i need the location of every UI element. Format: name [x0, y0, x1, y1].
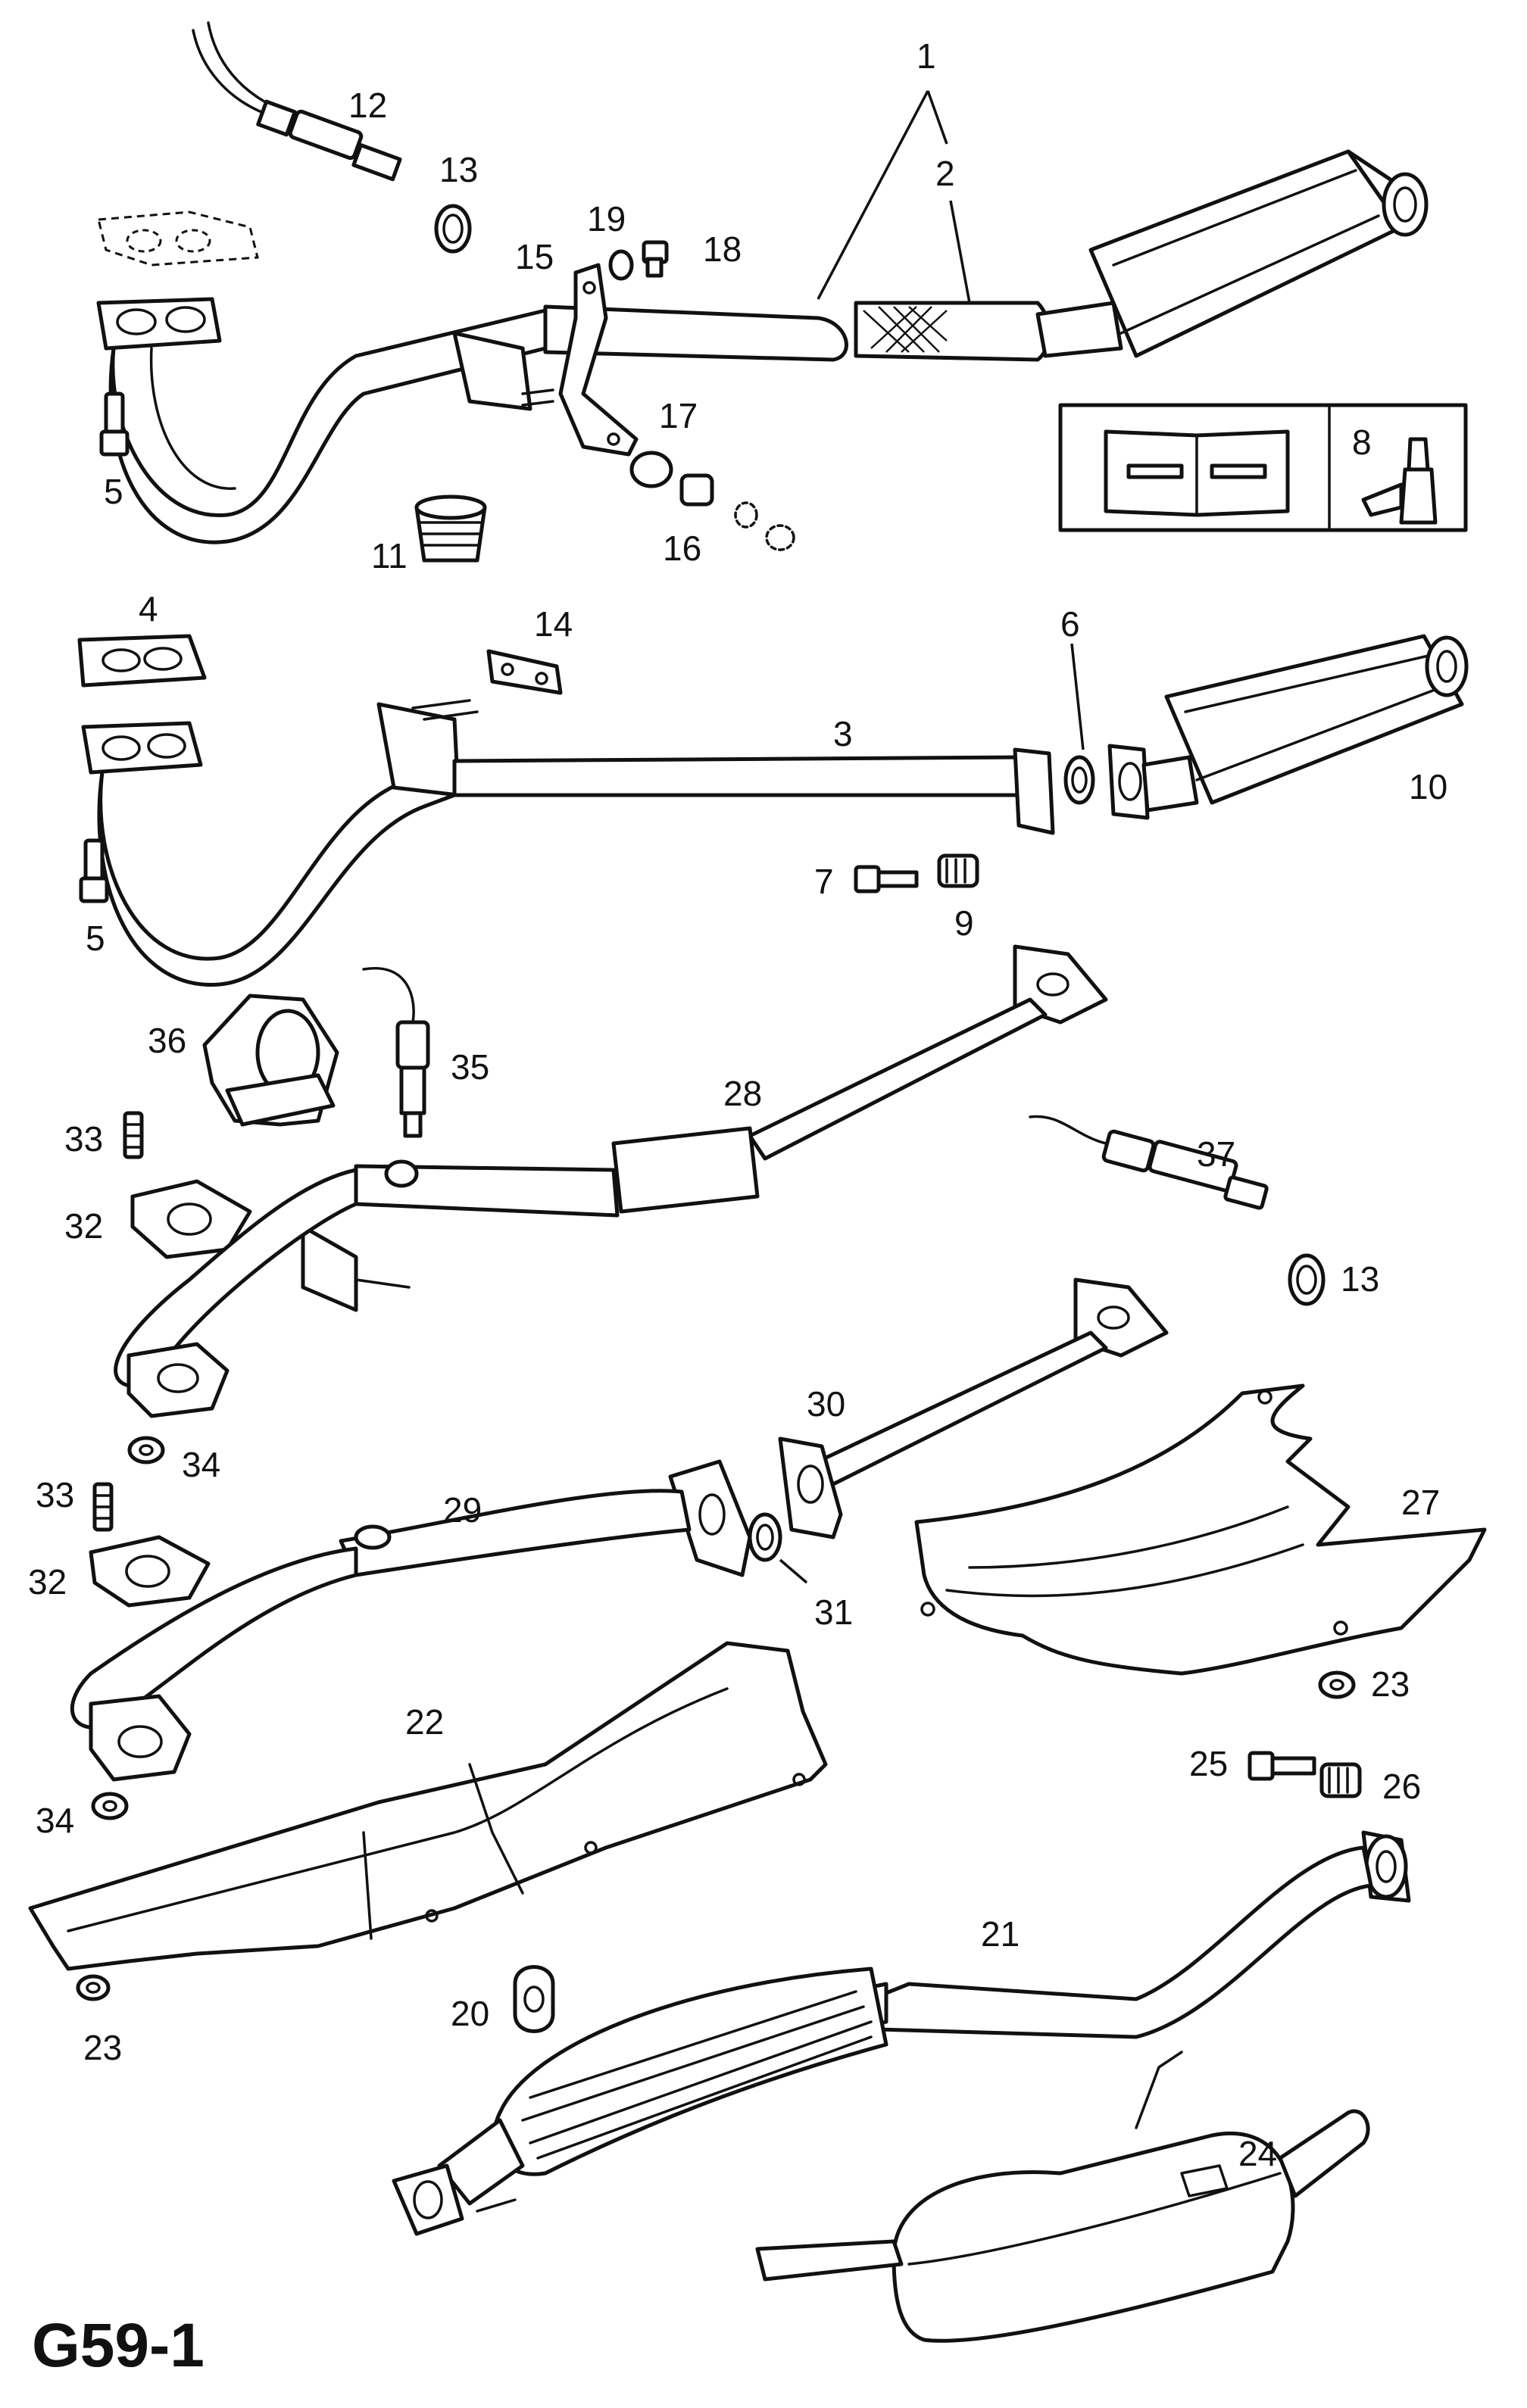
callout-34: 34	[182, 1445, 220, 1484]
oxygen-sensor-12	[192, 21, 402, 182]
bolt-7	[854, 865, 919, 894]
nut-9	[937, 853, 979, 888]
callout-22: 22	[405, 1702, 444, 1742]
callout-23: 23	[1371, 1664, 1410, 1704]
callout-9: 9	[954, 903, 974, 943]
washer-19	[608, 249, 634, 281]
stud-33-top	[123, 1111, 144, 1159]
center-silencer-21	[392, 1830, 1411, 2236]
nut-23-right	[1318, 1670, 1356, 1699]
callout-3: 3	[833, 714, 853, 753]
callout-27: 27	[1401, 1483, 1440, 1522]
rubber-ring-20	[513, 1965, 555, 2033]
sealing-ring-13-top	[434, 204, 472, 254]
bolt-5-top	[99, 391, 130, 457]
callout-30: 30	[807, 1384, 845, 1424]
callout-16: 16	[663, 529, 701, 568]
reference-box	[1058, 403, 1468, 532]
callout-7: 7	[814, 862, 834, 901]
callout-6: 6	[1060, 604, 1080, 644]
sealant-bottle-icon	[1361, 437, 1438, 525]
flange-gasket-32-low	[89, 1535, 211, 1608]
bracket-15	[558, 263, 639, 457]
callout-34: 34	[36, 1801, 74, 1840]
bolt-25	[1248, 1751, 1316, 1781]
stud-33-low	[92, 1482, 114, 1532]
callout-labels: 1 2 3 4 5 5 6 7 8 9 10 11 12 13 13 14 15…	[28, 36, 1447, 2380]
front-pipe-30	[778, 1277, 1169, 1539]
bolt-5-mid	[79, 838, 109, 903]
rubber-mount-17	[629, 451, 795, 551]
callout-33: 33	[64, 1119, 103, 1159]
callout-24: 24	[1238, 2134, 1277, 2173]
callout-15: 15	[515, 237, 554, 276]
manifold-gasket-dashed	[97, 211, 259, 267]
callout-1: 1	[917, 36, 936, 76]
gasket-6	[1063, 755, 1095, 805]
nut-34-top	[127, 1436, 165, 1464]
leader-lines	[779, 90, 1085, 1584]
callout-29: 29	[443, 1490, 482, 1530]
callout-12: 12	[348, 86, 387, 125]
callout-13: 13	[1341, 1259, 1379, 1299]
nut-23-left	[76, 1974, 111, 2001]
callout-33: 33	[36, 1475, 74, 1514]
callout-2: 2	[935, 154, 955, 193]
gasket-31	[748, 1512, 782, 1562]
sealing-ring-13-mid	[1288, 1253, 1326, 1306]
front-pipe-3	[81, 699, 1055, 987]
callout-5: 5	[104, 472, 123, 511]
callout-11: 11	[371, 536, 408, 575]
front-pipe-1	[96, 149, 1429, 544]
callout-8: 8	[1352, 423, 1372, 462]
diagram-code: G59-1	[32, 2311, 205, 2380]
bolt-18	[642, 240, 669, 278]
front-pipe-29	[70, 1459, 752, 1782]
gasket-4	[77, 634, 207, 688]
callout-37: 37	[1197, 1134, 1235, 1174]
callout-26: 26	[1382, 1767, 1421, 1806]
callout-5: 5	[86, 919, 105, 958]
callout-4: 4	[139, 589, 158, 629]
callout-36: 36	[148, 1021, 186, 1060]
callout-32: 32	[28, 1562, 67, 1602]
callout-21: 21	[981, 1914, 1020, 1954]
callout-19: 19	[587, 199, 626, 239]
callout-35: 35	[451, 1047, 489, 1087]
nut-26	[1319, 1762, 1362, 1798]
heat-shield-27	[914, 1383, 1487, 1676]
service-manual-book-icon	[1104, 429, 1290, 517]
callout-20: 20	[451, 1994, 489, 2033]
callout-28: 28	[723, 1074, 762, 1113]
plug-11	[414, 494, 487, 563]
catalytic-converter-10	[1107, 634, 1469, 820]
callout-31: 31	[814, 1592, 853, 1632]
callout-18: 18	[703, 229, 742, 269]
heat-shield-22	[28, 1641, 828, 1971]
callout-13: 13	[439, 150, 478, 189]
callout-25: 25	[1189, 1744, 1228, 1783]
rubber-mount-36	[202, 993, 339, 1127]
oxygen-sensor-35	[362, 966, 430, 1138]
callout-17: 17	[659, 396, 698, 435]
callout-23: 23	[83, 2028, 122, 2067]
rear-silencer-24	[755, 2051, 1370, 2343]
gasket-14	[486, 649, 563, 695]
callout-10: 10	[1409, 767, 1447, 806]
callout-14: 14	[534, 604, 573, 644]
front-pipe-28	[114, 944, 1108, 1418]
oxygen-sensor-37	[1029, 1115, 1269, 1210]
callout-32: 32	[64, 1206, 103, 1246]
nut-34-low	[91, 1792, 129, 1820]
